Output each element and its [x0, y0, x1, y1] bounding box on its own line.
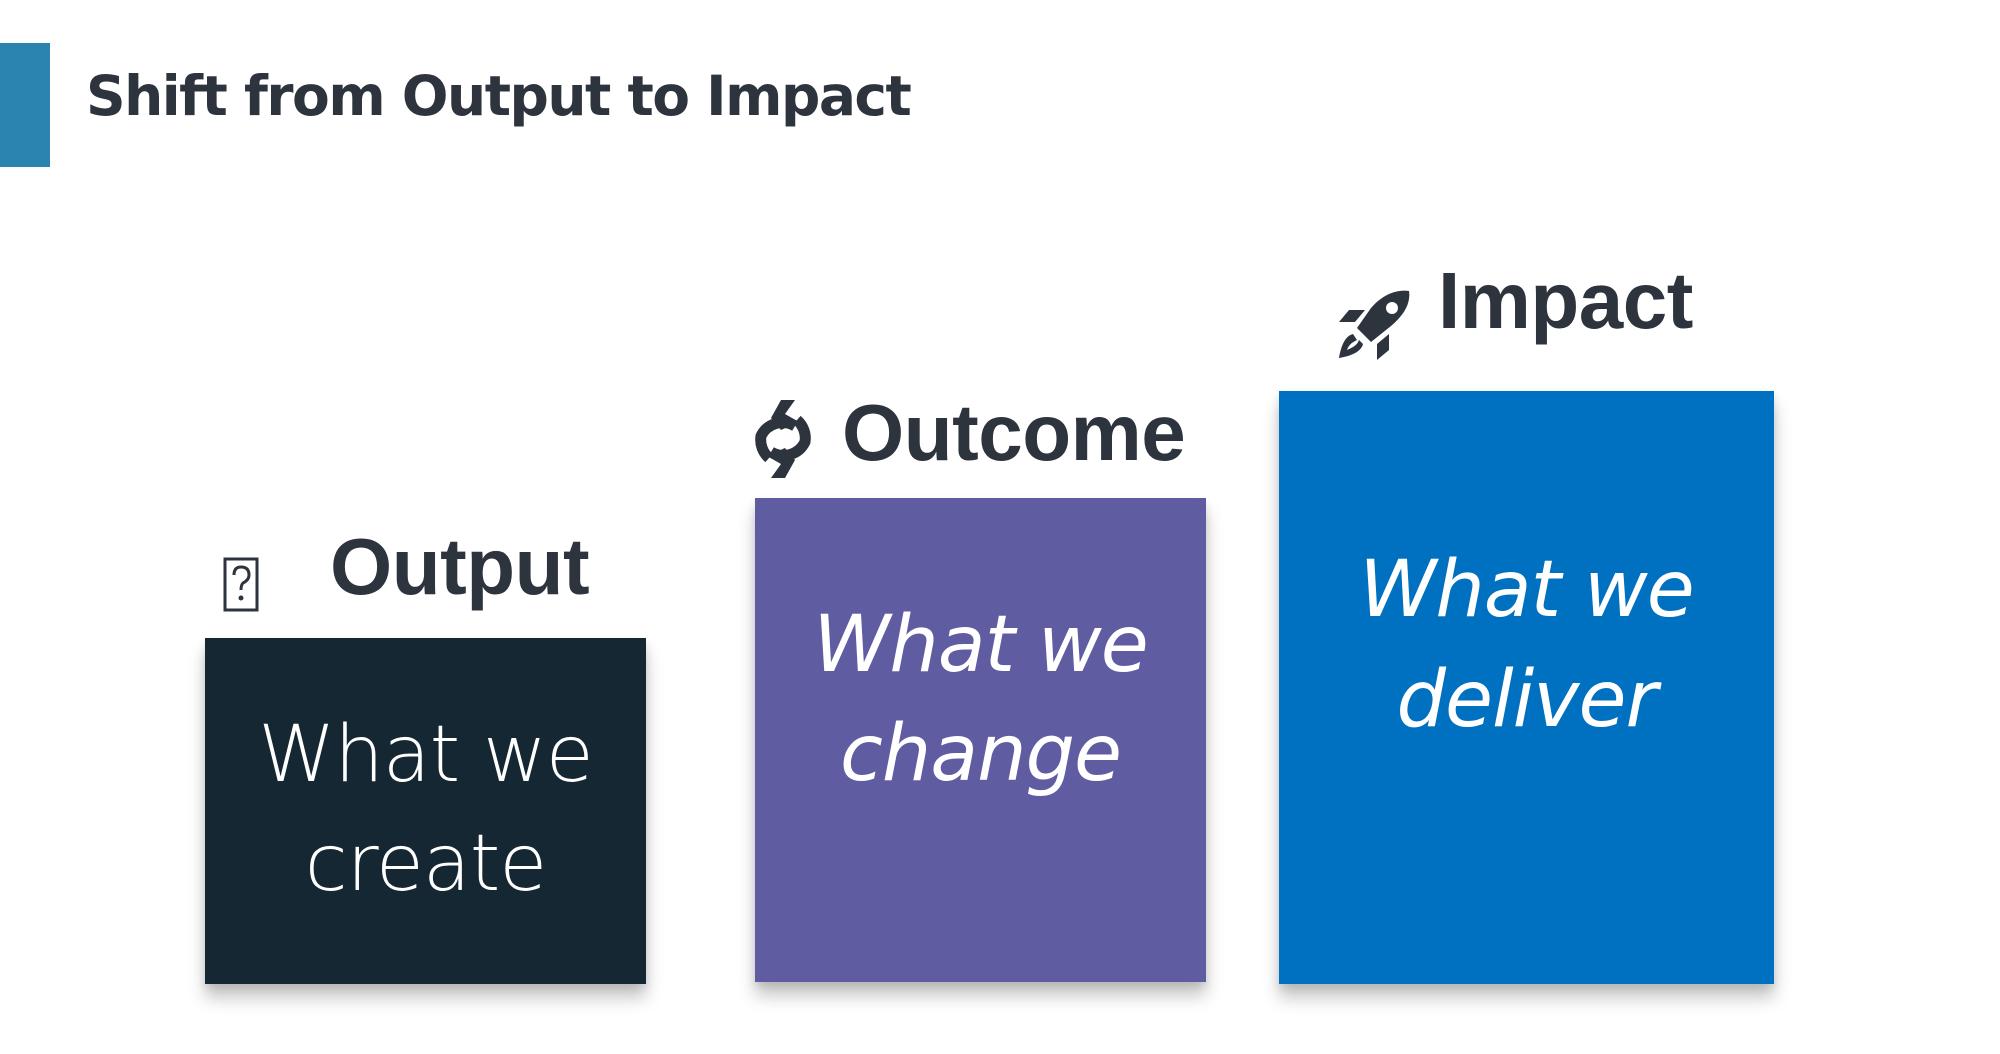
impact-label-text: Impact — [1438, 256, 1693, 345]
missing-glyph-icon — [223, 557, 259, 612]
output-box-line-2: create — [304, 819, 548, 909]
outcome-label-text: Outcome — [842, 388, 1186, 477]
outcome-box-line-2: change — [839, 709, 1122, 799]
output-box-line-1: What we — [258, 710, 594, 800]
outcome-box: What we change — [755, 498, 1206, 982]
sync-arrows-icon — [751, 396, 815, 482]
output-label-text: Output — [330, 522, 590, 611]
impact-box: What we deliver — [1279, 391, 1774, 984]
output-label: Output — [330, 522, 590, 612]
impact-label: Impact — [1438, 256, 1693, 346]
impact-box-line-1: What we — [1359, 545, 1695, 635]
output-box: What we create — [205, 638, 646, 984]
rocket-icon — [1337, 288, 1413, 362]
slide-title: Shift from Output to Impact — [86, 64, 912, 128]
impact-box-line-2: deliver — [1396, 655, 1657, 745]
title-accent-bar — [0, 43, 50, 167]
outcome-box-line-1: What we — [813, 600, 1149, 690]
outcome-label: Outcome — [842, 388, 1186, 478]
